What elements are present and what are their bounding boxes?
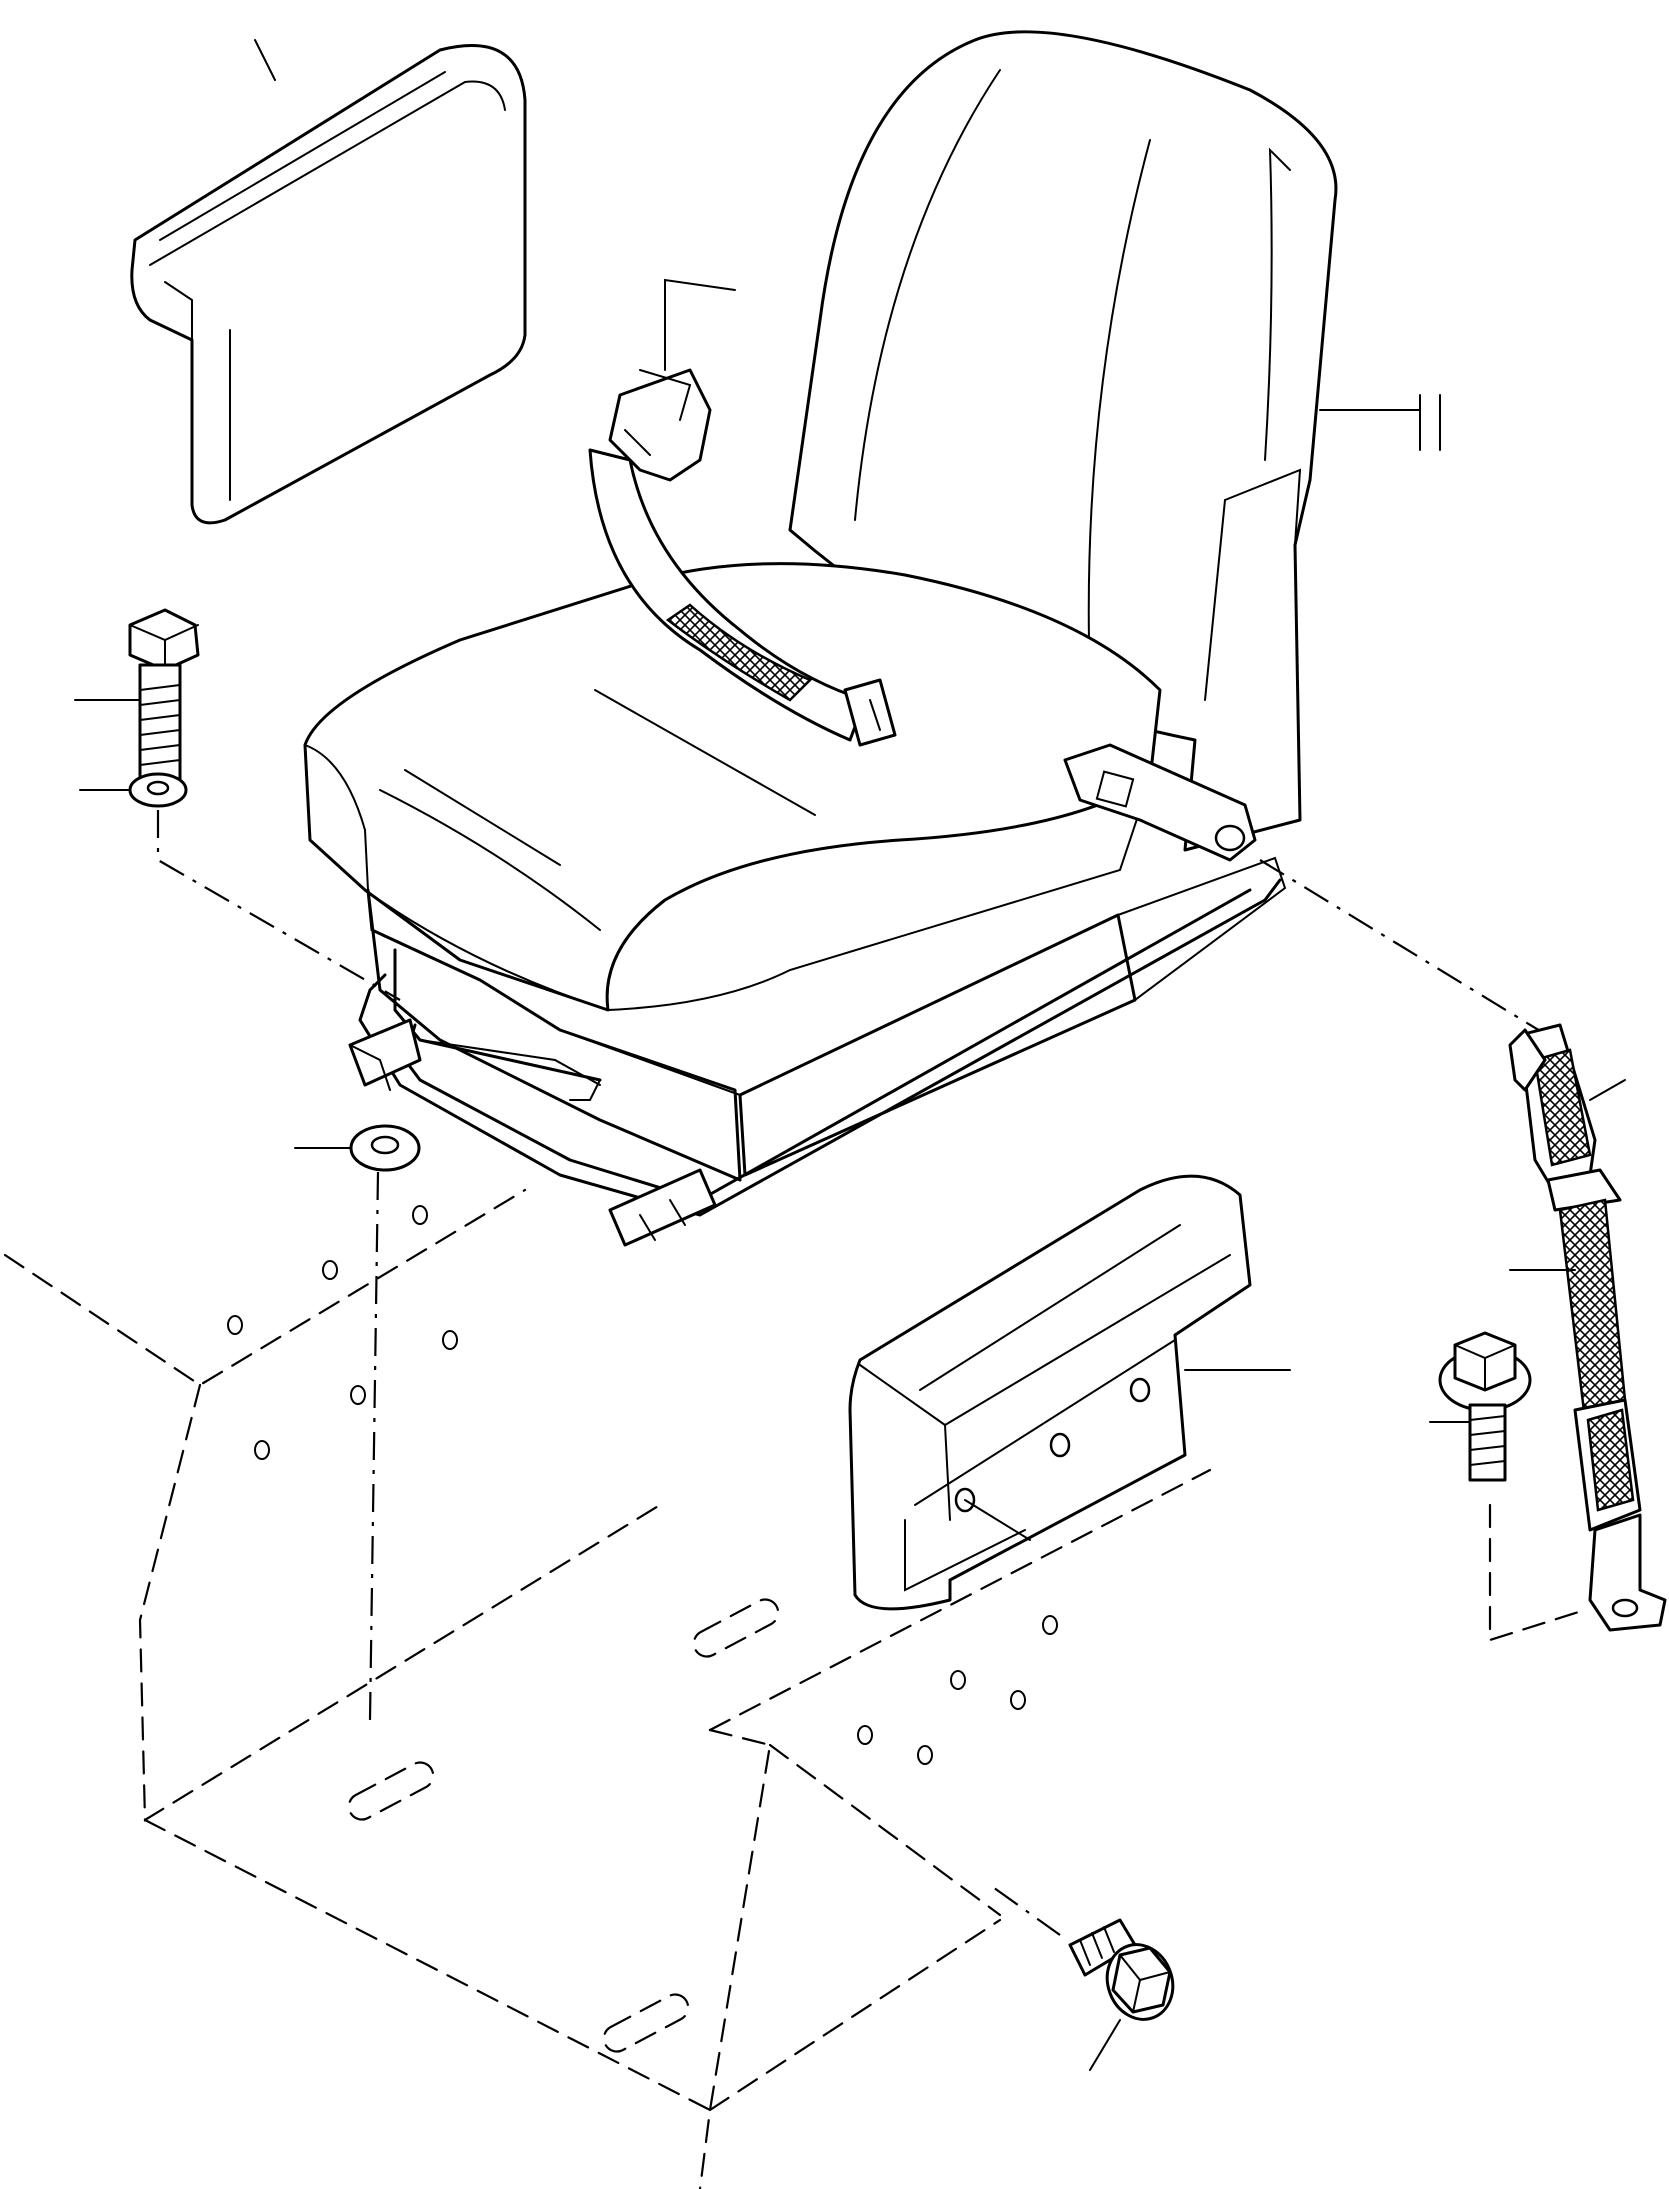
flange-bolt-right [1429, 1331, 1532, 1482]
flange-bolt-bottom [989, 1884, 1175, 2071]
lock-washer [79, 772, 401, 1001]
seat-belt-buckle-strap [588, 278, 897, 747]
seat-assembly [303, 30, 1441, 1247]
armrest-right [848, 1174, 1291, 1611]
cab-floor-panel [3, 1188, 1212, 2189]
floor-holes [227, 1205, 1058, 1765]
mounting-bolt [74, 608, 200, 787]
seat-belt-anchor-strap [1063, 743, 1556, 1041]
seat-belt-right-strap [1488, 1023, 1667, 1642]
spacer-washer [294, 1124, 421, 1721]
armrest-left [130, 39, 527, 525]
